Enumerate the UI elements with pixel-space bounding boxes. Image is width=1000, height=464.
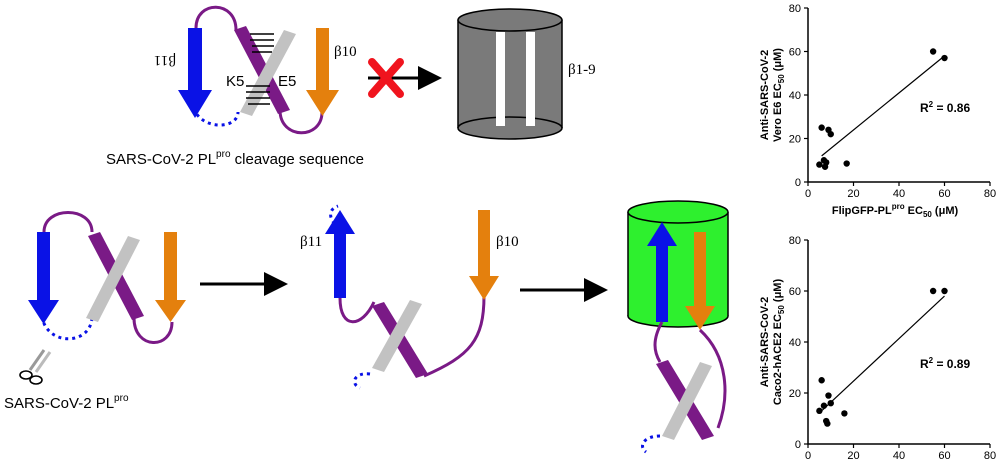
beta10-label-top: β10	[334, 44, 357, 60]
data-point	[827, 130, 834, 138]
scatter-plot-vero: 0 20 40 60 80 0 20 40 60 80 R2 = 0.86FlipGFP-PLpro…	[759, 3, 996, 219]
data-point	[816, 161, 823, 168]
data-point	[825, 392, 832, 399]
x-tick-label: 0	[805, 188, 811, 200]
y-tick-label: 40	[789, 90, 801, 102]
y-axis-label-line1: Anti-SARS-CoV-2	[759, 297, 771, 387]
x-tick-label: 40	[893, 450, 905, 462]
y-tick-label: 20	[789, 134, 801, 146]
data-point	[818, 124, 825, 131]
k5-e5-interaction-lines	[246, 33, 274, 105]
data-point	[824, 420, 831, 427]
linker-loop-bottom	[278, 109, 324, 135]
y-tick-label: 20	[789, 388, 801, 400]
data-point	[929, 287, 937, 295]
linker-loop-bottom-2	[132, 317, 174, 344]
x-tick-label: 40	[893, 188, 905, 200]
y-axis-label-line1: Anti-SARS-CoV-2	[759, 50, 771, 140]
red-cross-icon	[368, 58, 404, 98]
regression-line	[821, 295, 945, 412]
x-tick-label: 20	[847, 450, 859, 462]
y-tick-label: 0	[795, 177, 801, 189]
beta11-label-mirrored: β11	[154, 52, 176, 68]
beta11-label: β11	[300, 234, 322, 250]
uncleaved-construct: β11 K5 E5 β10 SARS-CoV-2 PLpro cleavage …	[106, 5, 364, 168]
y-axis-label-line2: Caco2-hACE2 EC50 (μM)	[772, 279, 786, 406]
data-point	[818, 377, 825, 384]
y-tick-label: 60	[789, 286, 801, 298]
linker-loop-top-2	[42, 211, 94, 233]
blue-dotted-tail-3	[641, 434, 661, 454]
y-tick-label: 40	[789, 337, 801, 349]
x-tick-label: 60	[938, 450, 950, 462]
linker-loop-left	[338, 297, 376, 324]
k5-label: K5	[226, 73, 244, 90]
x-tick-label: 60	[938, 188, 950, 200]
grey-peptide	[240, 30, 296, 116]
data-point	[929, 48, 937, 55]
blue-dotted-tail-2	[353, 372, 371, 390]
cleaved-construct: β11 β10	[300, 204, 519, 390]
y-tick-label: 60	[789, 47, 801, 59]
purple-peptide	[234, 26, 290, 114]
x-tick-label: 80	[984, 450, 996, 462]
scissors-icon	[19, 349, 52, 385]
grey-peptide-4	[662, 362, 712, 440]
y-tick-label: 80	[789, 235, 801, 247]
cleavage-sequence-caption: SARS-CoV-2 PLpro cleavage sequence	[106, 149, 364, 168]
y-axis-label-line2: Vero E6 EC50 (μM)	[772, 48, 786, 142]
data-point	[843, 160, 850, 167]
axes	[807, 8, 990, 183]
x-tick-label: 0	[805, 450, 811, 462]
beta11-inserted	[647, 222, 677, 322]
beta11-strand	[178, 28, 212, 118]
no-fluorescence-indicator	[368, 58, 442, 98]
x-tick-label: 80	[984, 188, 996, 200]
r-squared-label: R2 = 0.86	[920, 100, 970, 115]
construct-with-protease: SARS-CoV-2 PLpro	[4, 211, 186, 412]
x-tick-label: 20	[847, 188, 859, 200]
beta10-label: β10	[496, 234, 519, 250]
regression-line	[821, 55, 945, 157]
beta10-strand	[306, 28, 339, 116]
grey-peptide-3	[372, 300, 422, 372]
axes	[807, 240, 990, 445]
beta10-inserted	[685, 232, 715, 330]
y-tick-label: 0	[795, 439, 801, 451]
beta11-strand-up	[325, 210, 355, 298]
data-point	[941, 287, 948, 295]
linker-loop-right	[423, 295, 486, 378]
blue-dotted-loop-2	[40, 315, 94, 341]
beta10-strand-2	[155, 232, 186, 322]
linker-loop-top	[194, 5, 238, 31]
data-point	[816, 407, 823, 415]
x-axis-label: FlipGFP-PLpro EC50 (μM)	[832, 202, 959, 219]
barrel-label: β1-9	[568, 62, 596, 78]
protease-caption: SARS-CoV-2 PLpro	[4, 393, 129, 412]
r-squared-label: R2 = 0.89	[920, 356, 970, 371]
gfp-barrel-dark: β1-9	[457, 8, 596, 140]
data-point	[941, 54, 948, 62]
grey-peptide-2	[86, 236, 140, 322]
data-point	[841, 410, 848, 417]
linker-loop-down-2	[698, 328, 727, 429]
blue-dotted-loop	[192, 107, 240, 127]
beta11-strand-2	[28, 232, 59, 324]
data-point	[827, 400, 834, 407]
data-point	[823, 159, 830, 166]
y-tick-label: 80	[789, 3, 801, 15]
gfp-barrel-fluorescent	[627, 200, 729, 454]
e5-label: E5	[278, 73, 296, 90]
beta10-strand-3	[469, 210, 499, 300]
linker-loop-down	[653, 321, 664, 363]
data-point	[820, 402, 828, 409]
